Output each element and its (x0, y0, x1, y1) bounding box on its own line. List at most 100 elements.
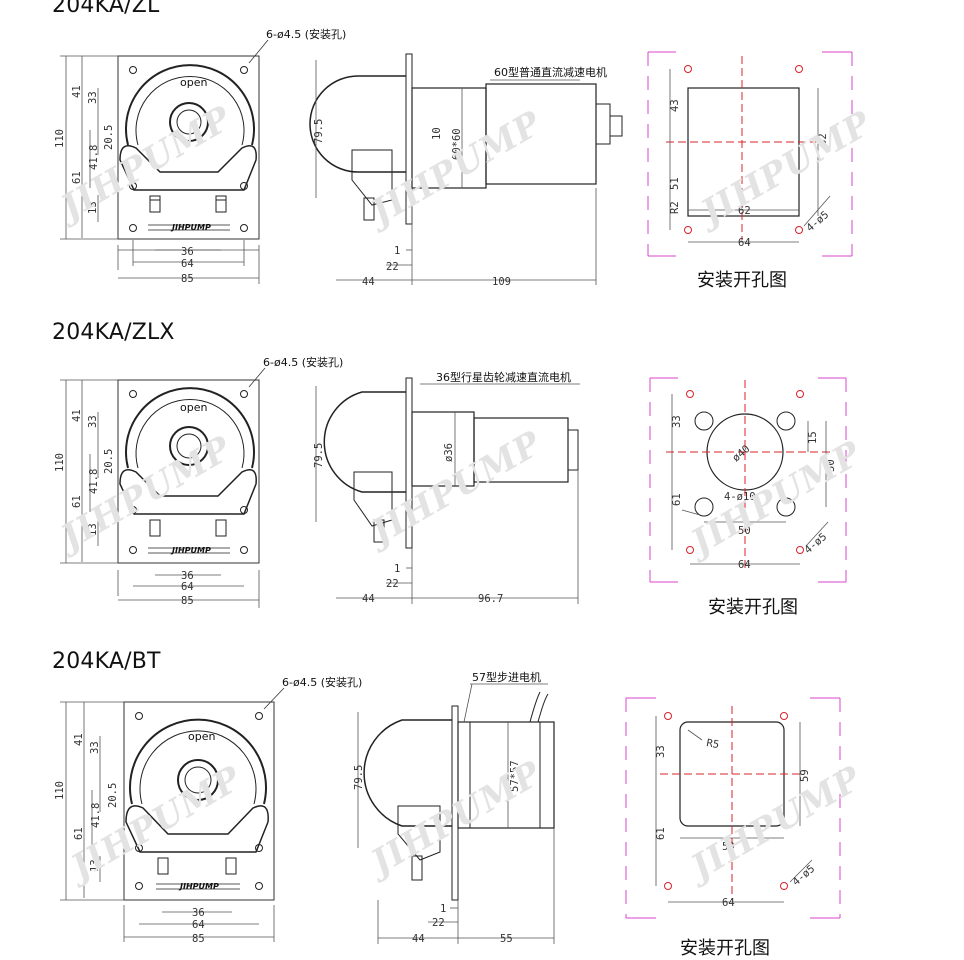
dim-36-bt: 36 (192, 907, 205, 919)
cutout-view-zl (647, 51, 853, 257)
watermark-6: JIHPUMP (679, 433, 869, 566)
dim-41-8-zlx: 41.8 (88, 469, 100, 494)
cut-dim-59-right-bt: 59 (799, 769, 811, 782)
hole-note-bt: 6-ø4.5 (安装孔) (282, 675, 362, 689)
dim-13-zl: 13 (87, 201, 99, 214)
cutout-view-bt (625, 697, 841, 919)
section-title-zlx: 204KA/ZLX (52, 320, 175, 345)
side-view-zl (309, 53, 623, 285)
watermark-2: JIHPUMP (359, 103, 549, 236)
cutout-view-zlx (649, 377, 847, 583)
cut-dim-64-zl: 64 (738, 237, 751, 249)
front-dimensions-bt (60, 701, 275, 942)
dim-22-zl: 22 (386, 261, 399, 273)
dim-20-5-bt: 20.5 (107, 783, 119, 808)
dim-33-zl: 33 (87, 91, 99, 104)
dim-41-bt: 41 (73, 733, 85, 746)
watermark-4: JIHPUMP (49, 428, 239, 561)
dim-64-zlx: 64 (181, 581, 194, 593)
cut-dim-51-zl: 51 (669, 177, 681, 190)
cut-dim-15-zlx: 15 (807, 431, 819, 444)
side-view-bt (357, 683, 555, 944)
cut-dim-holes-bt: 4-ø5 (790, 863, 817, 888)
dim-110-bt: 110 (54, 781, 66, 800)
dim-41-zl: 41 (71, 85, 83, 98)
dim-61-zl: 61 (71, 171, 83, 184)
cutout-caption-zl: 安装开孔图 (697, 270, 787, 291)
cut-dim-33-zlx: 33 (671, 415, 683, 428)
dim-1-bt: 1 (440, 903, 446, 915)
cut-dim-holes-zl: 4-ø5 (804, 209, 831, 234)
dim-109-zl: 109 (492, 276, 511, 288)
dim-44-zl: 44 (362, 276, 375, 288)
cut-dim-r5-bt: R5 (705, 737, 720, 751)
dim-41-zlx: 41 (71, 409, 83, 422)
dim-61-zlx: 61 (71, 495, 83, 508)
dim-20-5-zl: 20.5 (103, 125, 115, 150)
cut-dim-61-bt: 61 (655, 827, 667, 840)
cut-dim-50-right-zlx: 50 (825, 459, 837, 472)
dim-36-zlx: 36 (181, 570, 194, 582)
dim-64-zl: 64 (181, 258, 194, 270)
cut-dim-62-right-zl: 62 (817, 133, 829, 146)
dim-96-7-zlx: 96.7 (478, 593, 503, 605)
dim-36-dia-zlx: ø36 (443, 443, 455, 462)
front-view-zlx (117, 379, 260, 564)
dim-79-5-bt: 79.5 (353, 765, 365, 790)
cutout-caption-bt: 安装开孔图 (680, 938, 770, 959)
dim-22-bt: 22 (432, 917, 445, 929)
cut-dim-40-dia-zlx: ø40 (730, 443, 752, 464)
watermark-9: JIHPUMP (679, 758, 869, 891)
cut-dim-small-holes-zlx: 4-ø10 (724, 491, 756, 503)
cut-dim-59-bt: 59 (722, 841, 735, 853)
dim-36-zl: 36 (181, 246, 194, 258)
front-dimensions-zlx (60, 379, 260, 608)
dim-85-zlx: 85 (181, 595, 194, 607)
cut-dim-62-zl: 62 (738, 205, 751, 217)
motor-note-bt: 57型步进电机 (472, 670, 541, 684)
cut-dim-64-bt: 64 (722, 897, 735, 909)
dim-57x57-bt: 57*57 (509, 760, 521, 792)
dim-44-bt: 44 (412, 933, 425, 945)
front-view-zl (117, 55, 260, 240)
dim-10-zl: 10 (431, 127, 443, 140)
dim-13-zlx: 13 (87, 523, 99, 536)
dim-55-bt: 55 (500, 933, 513, 945)
motor-note-zl: 60型普通直流减速电机 (494, 65, 607, 79)
cut-dim-50-zlx: 50 (738, 525, 751, 537)
cut-dim-holes-zlx: 4-ø5 (802, 531, 829, 556)
dim-79-5-zl: 79.5 (313, 119, 325, 144)
side-view-zlx (315, 377, 580, 604)
watermark-1: JIHPUMP (49, 98, 239, 231)
front-dimensions-zl (60, 55, 260, 284)
cut-dim-43-zl: 43 (669, 99, 681, 112)
hole-note-zl: 6-ø4.5 (安装孔) (266, 27, 346, 41)
rotor-label-zlx: open (180, 401, 207, 414)
cut-dim-r2-zl: R2 (669, 201, 681, 214)
brand-plate-zlx: JIHPUMP (170, 546, 211, 555)
dim-33-zlx: 33 (87, 415, 99, 428)
dim-20-5-zlx: 20.5 (103, 449, 115, 474)
dim-41-8-bt: 41.8 (90, 803, 102, 828)
dim-33-bt: 33 (89, 741, 101, 754)
dim-85-bt: 85 (192, 933, 205, 945)
cut-dim-61-zlx: 61 (671, 493, 683, 506)
motor-note-zlx: 36型行星齿轮减速直流电机 (436, 370, 571, 384)
dim-1-zlx: 1 (394, 563, 400, 575)
dim-13-bt: 13 (89, 859, 101, 872)
front-view-bt (123, 701, 275, 901)
watermark-7: JIHPUMP (59, 758, 249, 891)
dim-79-5-zlx: 79.5 (313, 443, 325, 468)
cutout-caption-zlx: 安装开孔图 (708, 597, 798, 618)
dim-110-zl: 110 (54, 129, 66, 148)
dim-44-zlx: 44 (362, 593, 375, 605)
dim-85-zl: 85 (181, 273, 194, 285)
cut-dim-64-zlx: 64 (738, 559, 751, 571)
dim-110-zlx: 110 (54, 453, 66, 472)
rotor-label-zl: open (180, 76, 207, 89)
rotor-label-bt: open (188, 730, 215, 743)
dim-64-bt: 64 (192, 919, 205, 931)
brand-plate-zl: JIHPUMP (170, 223, 211, 232)
section-title-zl: 204KA/ZL (52, 0, 160, 18)
